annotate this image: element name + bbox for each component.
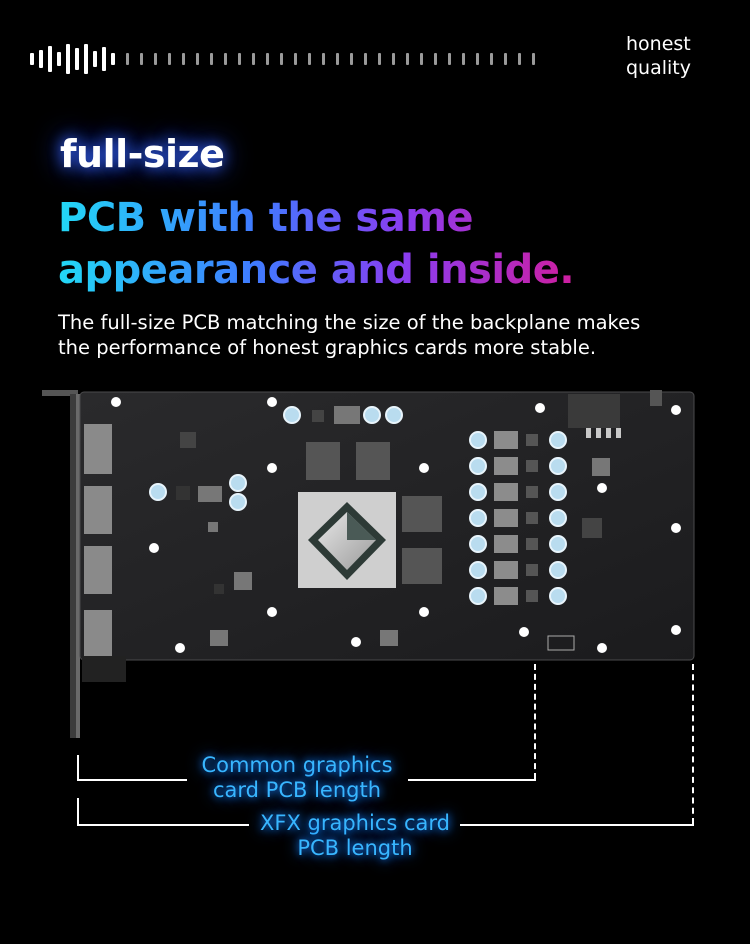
caption-common-line-1: Common graphics — [201, 753, 393, 777]
xfx-length-left-tick — [77, 798, 79, 826]
headline-line-2: PCB with the same — [58, 192, 618, 244]
headline-line-3: appearance and inside. — [58, 244, 618, 296]
pcb-illustration — [42, 390, 695, 738]
description: The full-size PCB matching the size of t… — [58, 310, 738, 360]
description-line-1: The full-size PCB matching the size of t… — [58, 311, 641, 334]
common-length-line-left — [77, 779, 187, 781]
caption-xfx-line-1: XFX graphics card — [259, 811, 450, 835]
capacitors — [149, 406, 567, 605]
brand-tagline: honest quality — [626, 32, 691, 80]
headline-gradient: PCB with the same appearance and inside. — [58, 192, 618, 296]
xfx-length-line-right — [460, 824, 694, 826]
waveform-logo — [30, 44, 546, 74]
caption-common-length: Common graphics card PCB length — [186, 753, 408, 803]
common-length-line-right — [408, 779, 536, 781]
common-length-dashed-guide — [534, 664, 536, 779]
brand-line-2: quality — [626, 57, 691, 79]
brand-line-1: honest — [626, 33, 691, 55]
headline-full-size: full-size — [60, 132, 225, 176]
mounting-holes — [111, 397, 681, 653]
display-ports — [84, 424, 112, 656]
memory-chips — [306, 442, 442, 584]
gpu-chip — [298, 492, 396, 588]
caption-xfx-length: XFX graphics card PCB length — [249, 811, 461, 861]
xfx-length-dashed-guide — [692, 664, 694, 824]
bracket-top — [42, 390, 78, 396]
common-length-left-tick — [77, 755, 79, 781]
io-bracket — [70, 394, 80, 738]
caption-common-line-2: card PCB length — [212, 778, 382, 802]
xfx-length-line-left — [77, 824, 249, 826]
power-connector — [568, 394, 620, 428]
caption-xfx-line-2: PCB length — [297, 836, 413, 860]
description-line-2: the performance of honest graphics cards… — [58, 336, 597, 359]
